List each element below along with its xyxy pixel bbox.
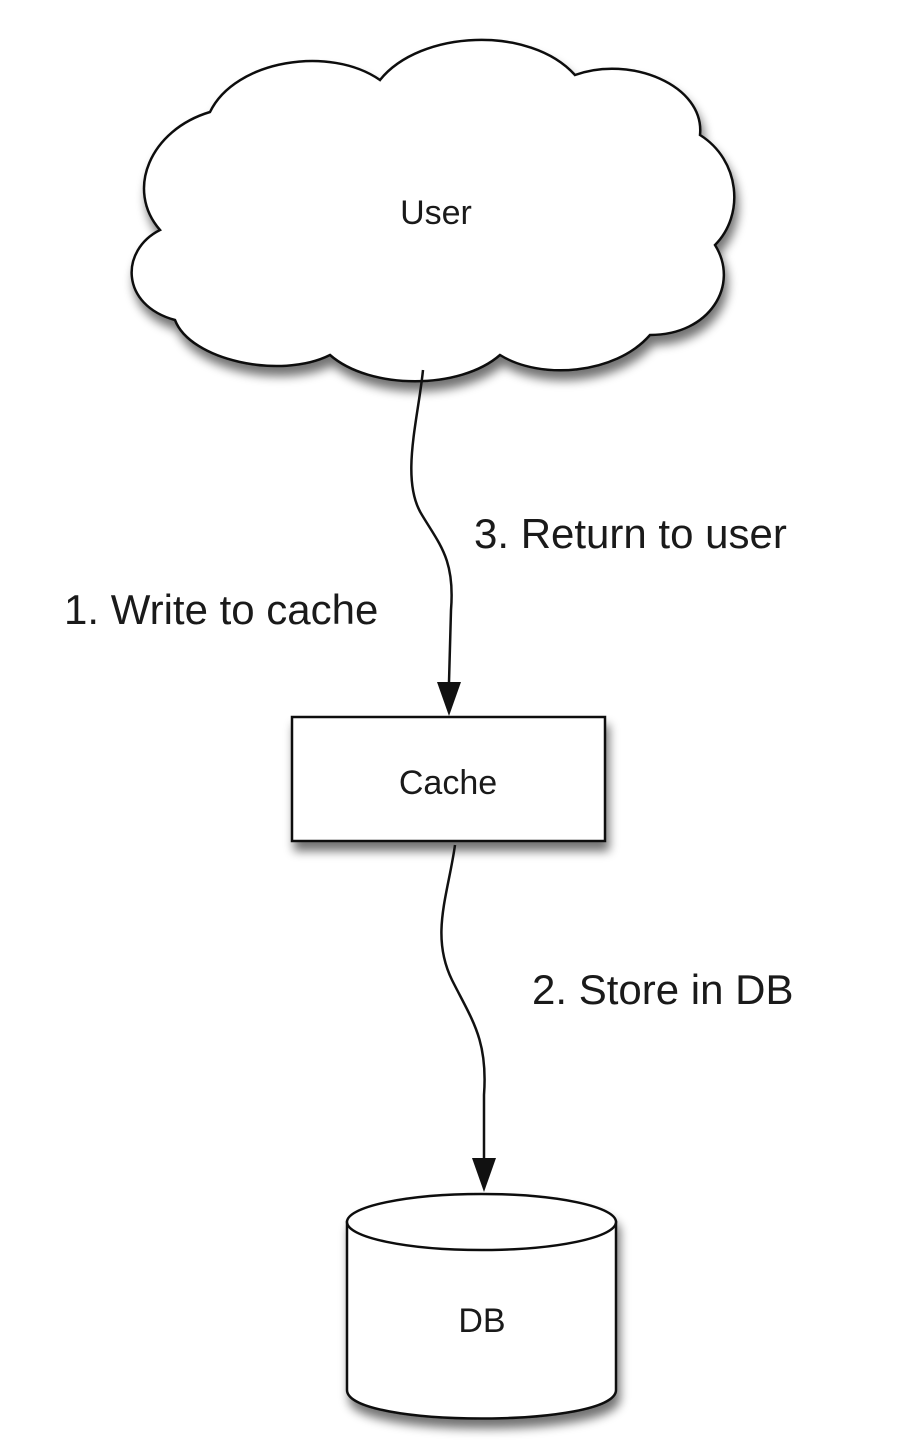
edge-user-cache-line xyxy=(410,369,453,683)
cache-label: Cache xyxy=(399,764,497,802)
edge-label-return-to-user: 3. Return to user xyxy=(474,510,787,557)
user-label: User xyxy=(400,194,472,232)
cache-node: Cache xyxy=(290,715,607,843)
db-label: DB xyxy=(458,1302,505,1340)
edge-cache-db-line xyxy=(440,844,486,1158)
user-cloud-shape xyxy=(130,38,736,383)
cache-rectangle xyxy=(290,715,607,843)
db-cylinder-body xyxy=(345,1220,618,1420)
db-cylinder-top xyxy=(345,1192,618,1252)
edge-label-store-in-db: 2. Store in DB xyxy=(532,966,793,1013)
arrowhead-to-cache xyxy=(437,682,461,716)
edge-label-write-to-cache: 1. Write to cache xyxy=(64,586,378,633)
arrowhead-to-db xyxy=(472,1158,496,1192)
edge-cache-to-db xyxy=(440,844,496,1192)
edge-user-to-cache xyxy=(410,369,461,716)
db-node xyxy=(345,1192,618,1420)
user-node: User xyxy=(130,38,736,383)
